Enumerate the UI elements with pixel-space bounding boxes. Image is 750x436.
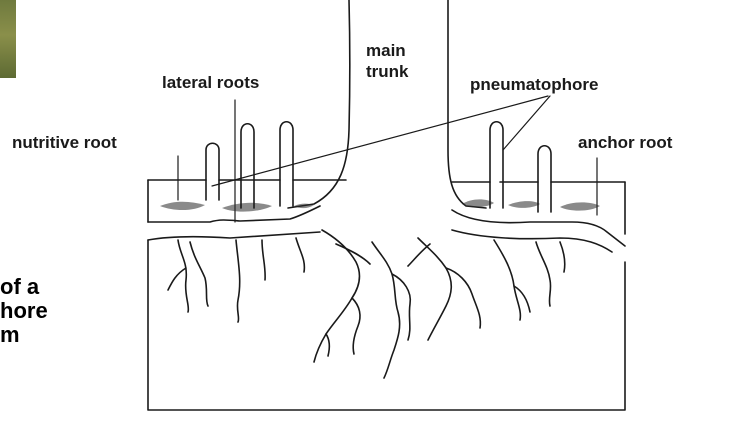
pneumatophore-1 — [206, 143, 219, 200]
underground-top-left — [148, 232, 320, 240]
root-1 — [178, 240, 188, 312]
label-main-trunk-line1: main — [366, 41, 406, 60]
label-lateral-roots: lateral roots — [162, 73, 259, 92]
main-trunk — [288, 0, 486, 208]
mud-patch-3 — [294, 204, 314, 209]
ground-outline — [148, 240, 625, 410]
root-8 — [560, 242, 565, 272]
root-central-left-branch-b — [352, 298, 360, 354]
leader-pneumatophore-left — [212, 96, 548, 186]
underground-frame — [148, 230, 625, 410]
root-central-left — [314, 230, 359, 362]
mud-patch-2 — [222, 203, 272, 212]
root-central-right-branch — [446, 268, 480, 328]
root-central-right-branch-b — [408, 244, 430, 266]
root-central-middle — [372, 242, 400, 378]
trunk-left-edge — [288, 0, 350, 208]
label-main-trunk-line2: trunk — [366, 62, 409, 81]
pneumatophore-2 — [241, 124, 254, 208]
pneumatophores — [206, 122, 551, 212]
mud-patch-5 — [508, 201, 540, 208]
label-anchor-root: anchor root — [578, 133, 673, 152]
underground-top-right — [452, 230, 612, 252]
root-5 — [296, 238, 304, 272]
root-7 — [536, 242, 551, 306]
label-nutritive-root: nutritive root — [12, 133, 117, 152]
root-4 — [262, 240, 265, 280]
root-2 — [190, 242, 208, 306]
leader-pneumatophore-right — [503, 96, 550, 150]
root-2-branch — [168, 268, 186, 290]
pneumatophore-4 — [490, 122, 503, 208]
mud-patch-6 — [560, 202, 600, 210]
trunk-right-edge — [448, 0, 486, 208]
mud-patch-1 — [160, 202, 205, 210]
root-central-left-branch-c — [326, 334, 329, 356]
root-central-right — [418, 238, 451, 340]
pneumatophore-5 — [538, 146, 551, 212]
soil-bottom-right — [452, 210, 625, 246]
roots — [168, 230, 565, 378]
root-6 — [494, 240, 520, 320]
root-3 — [236, 240, 240, 322]
pneumatophore-3 — [280, 122, 293, 206]
root-central-left-branch-a — [336, 244, 370, 264]
label-pneumatophore: pneumatophore — [470, 75, 598, 94]
